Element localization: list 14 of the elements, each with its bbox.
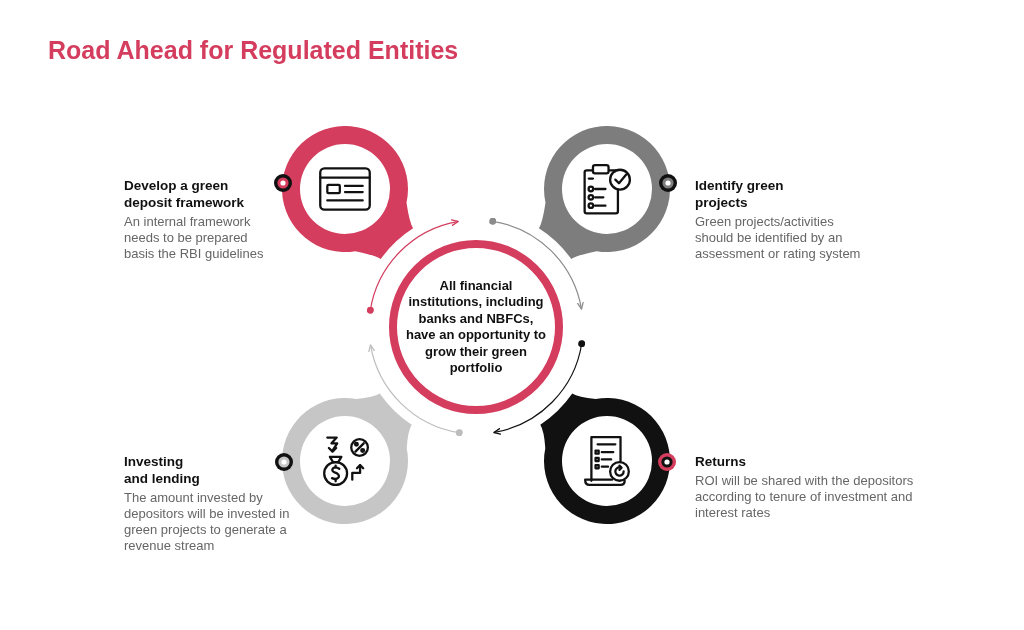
pin-ring xyxy=(540,393,670,524)
step-description: An internal framework needs to be prepared basis the RBI guidelines xyxy=(124,214,265,262)
step-heading: Returns xyxy=(695,453,747,470)
step-heading: Investing and lending xyxy=(124,453,201,487)
pin-ring xyxy=(282,126,414,260)
step-heading: Develop a green deposit framework xyxy=(124,177,246,211)
pin-ring xyxy=(282,393,412,524)
center-statement: All financial institutions, including banks and NBFCs, have an opportunity to grow their green portfolio xyxy=(404,277,548,377)
step-description: Green projects/activities should be identified by an assessment or rating system xyxy=(695,214,862,262)
step-heading: Identify green projects xyxy=(695,177,785,211)
step-description: ROI will be shared with the depositors according to tenure of investment and interest rates xyxy=(695,473,915,521)
pin-ring xyxy=(538,126,670,260)
step-description: The amount invested by depositors will be invested in green projects to generate a revenue stream xyxy=(124,490,291,554)
title: Road Ahead for Regulated Entities xyxy=(48,35,459,65)
